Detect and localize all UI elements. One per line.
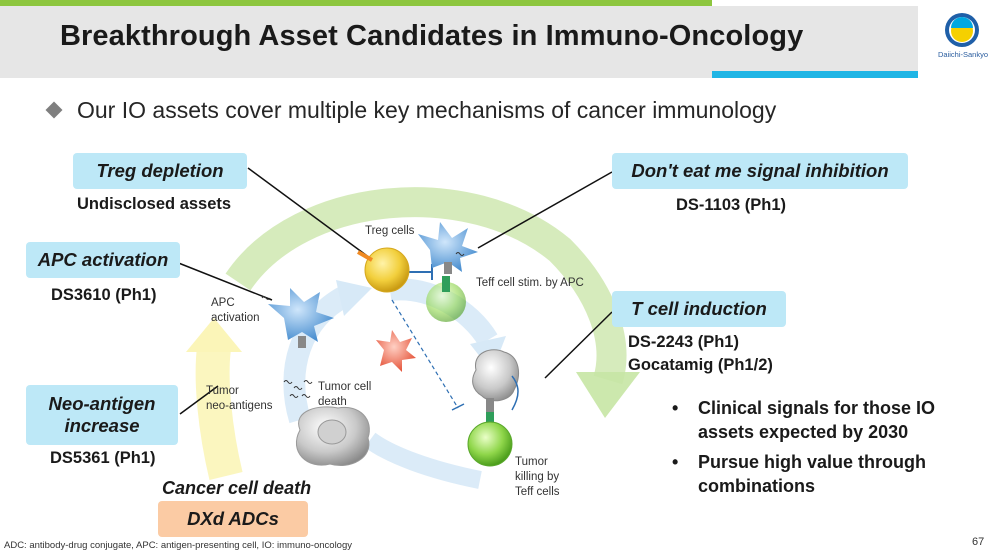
inner-arrow-1: [283, 286, 351, 424]
tumor-death-line1: Tumor cell: [318, 381, 372, 393]
key-point-1: • Clinical signals for those IO assets e…: [672, 396, 992, 444]
dxd-arrowhead: [186, 318, 242, 352]
bullet-dot-icon: •: [672, 398, 679, 418]
bullet-dot-icon: •: [672, 452, 679, 472]
dying-tumor-cell: [376, 330, 416, 372]
key-points: • Clinical signals for those IO assets e…: [672, 396, 992, 504]
neo-connector: [179, 385, 219, 415]
cancer-cell-death-label: Cancer cell death: [162, 478, 312, 498]
teff-receptor-top: [442, 276, 450, 292]
dendritic-cell-left: [268, 288, 334, 342]
treg-antibody: [357, 250, 373, 262]
target-receptor: [486, 398, 494, 412]
tcell-asset-2: Gocatamig (Ph1/2): [628, 356, 773, 374]
dont-eat-connector: [477, 171, 613, 249]
neo-antigen-label: Neo-antigen increase: [26, 385, 178, 445]
outer-cycle-arrow: [225, 187, 627, 385]
outer-cycle-arrowhead: [576, 372, 640, 418]
subtitle: Our IO assets cover multiple key mechani…: [77, 97, 777, 123]
apc-activation-line2: activation: [211, 312, 260, 324]
target-tumor-cell: [472, 349, 520, 402]
treg-cell: [364, 247, 410, 293]
treg-cells-label: Treg cells: [365, 225, 415, 237]
tumor-cell-nucleus: [317, 419, 347, 445]
tumor-neo-label: Tumor neo-antigens: [206, 384, 273, 414]
tumor-neo-line1: Tumor: [206, 385, 239, 397]
header-green-bar: [0, 0, 712, 6]
treg-depletion-label: Treg depletion: [73, 153, 247, 189]
dendritic-cell-top: [418, 222, 478, 272]
treg-inhibition-dashed: [391, 299, 459, 409]
neo-asset: DS5361 (Ph1): [50, 449, 156, 467]
logo-wordmark: Daiichi-Sankyo: [937, 50, 989, 59]
dont-eat-asset: DS-1103 (Ph1): [676, 196, 787, 214]
teff-receptor-bottom: [486, 412, 494, 426]
tumor-killing-line1: Tumor: [515, 456, 548, 468]
neo-antigen-label-line2: increase: [64, 415, 140, 436]
key-point-2: • Pursue high value through combinations: [672, 450, 992, 498]
tumor-killing-line2: killing by: [515, 471, 560, 483]
tumor-death-line2: death: [318, 396, 347, 408]
dxd-adcs-box: DXd ADCs: [158, 501, 308, 537]
header-band: [0, 6, 918, 78]
killing-arrow: [511, 375, 519, 411]
teff-cell-bottom: [467, 421, 513, 467]
footnote: ADC: antibody-drug conjugate, APC: antig…: [4, 540, 352, 551]
dxd-arrow: [195, 345, 243, 480]
apc-connector: [175, 261, 273, 301]
apc-activation-line1: APC: [211, 297, 235, 309]
teff-stim-label: Teff cell stim. by APC: [476, 277, 584, 289]
apc-receptor-left: [298, 336, 306, 348]
treg-inhibition-bar: [451, 403, 465, 411]
key-point-2-text: Pursue high value through combinations: [698, 452, 927, 496]
apc-asset: DS3610 (Ph1): [51, 286, 157, 304]
antigen-squiggles: [261, 252, 465, 398]
treg-asset: Undisclosed assets: [77, 195, 232, 213]
tumor-neo-line2: neo-antigens: [206, 400, 273, 412]
inner-arrow-3: [364, 432, 482, 489]
dont-eat-label: Don't eat me signal inhibition: [612, 153, 908, 189]
treg-connector: [247, 167, 371, 259]
tumor-death-label: Tumor cell death: [318, 380, 371, 410]
apc-receptor-top: [444, 262, 452, 274]
apc-activation-diagram-label: APC activation: [211, 296, 260, 326]
tcell-induction-label: T cell induction: [612, 291, 786, 327]
apc-activation-label: APC activation: [26, 242, 180, 278]
teff-cell-top: [426, 282, 466, 322]
header-cyan-bar: [712, 71, 918, 78]
key-point-1-text: Clinical signals for those IO assets exp…: [698, 398, 936, 442]
page-title: Breakthrough Asset Candidates in Immuno-…: [60, 20, 804, 52]
tumor-killing-line3: Teff cells: [515, 486, 560, 498]
tcell-asset-1: DS-2243 (Ph1): [628, 333, 739, 351]
neo-antigen-label-line1: Neo-antigen: [48, 393, 156, 414]
page-number: 67: [972, 536, 985, 548]
company-logo-icon: [945, 13, 979, 47]
tcell-connector: [544, 311, 613, 379]
inner-arrowhead-1: [336, 280, 372, 316]
tumor-killing-label: Tumor killing by Teff cells: [515, 455, 560, 500]
